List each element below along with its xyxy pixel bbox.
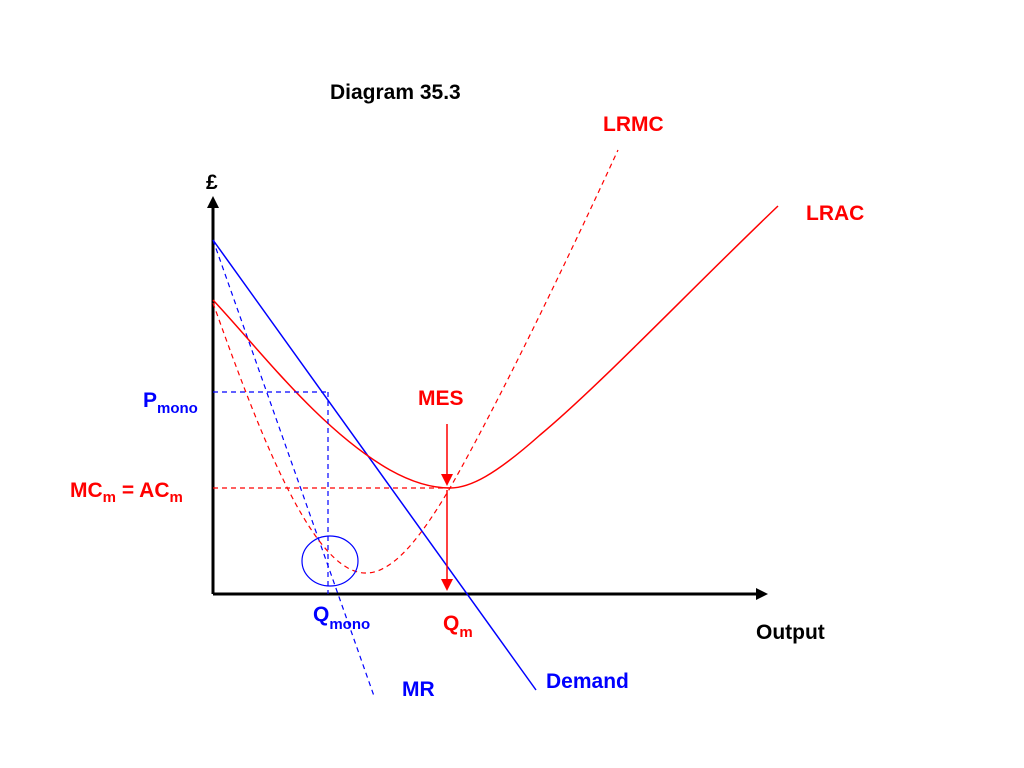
intersection-highlight-circle: [301, 535, 359, 587]
q-m-label: Qm: [443, 612, 473, 641]
mes-label: MES: [418, 387, 464, 410]
lrac-label: LRAC: [806, 202, 864, 225]
lrac-curve: [212, 205, 779, 489]
mr-label: MR: [402, 678, 435, 701]
p-mono-label: Pmono: [143, 389, 198, 417]
lrmc-curve: [212, 149, 619, 574]
mc-ac-label: MCm = ACm: [70, 479, 183, 506]
lrmc-label: LRMC: [603, 113, 664, 136]
y-axis-label: £: [206, 171, 218, 194]
q-mono-label: Qmono: [313, 603, 370, 633]
demand-curve: [212, 239, 537, 691]
diagram-title: Diagram 35.3: [330, 81, 461, 104]
demand-label: Demand: [546, 670, 629, 693]
x-axis-label: Output: [756, 621, 825, 644]
